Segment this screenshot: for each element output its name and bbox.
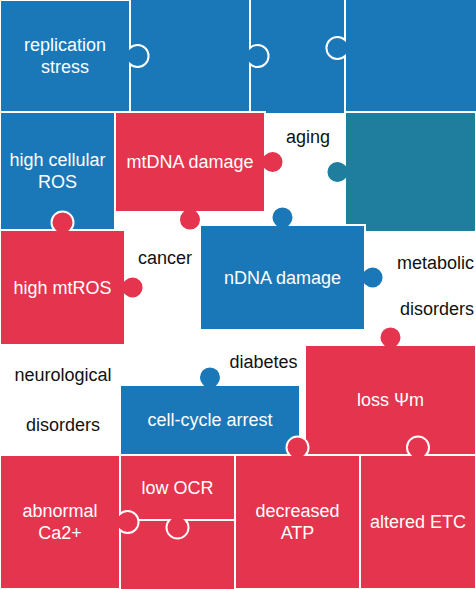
puzzle-piece: altered ETC — [336, 431, 476, 589]
piece-label: nDNA damage — [206, 267, 359, 289]
piece-outline — [305, 326, 476, 455]
puzzle-piece: mtDNA damage — [91, 88, 289, 236]
piece-outline — [360, 436, 476, 589]
piece-outline — [0, 211, 144, 345]
piece-outline — [200, 206, 384, 330]
piece-label: high cellular ROS — [6, 149, 109, 193]
piece-shape — [336, 431, 476, 589]
piece-label: loss Ψm — [311, 389, 470, 411]
puzzle-piece: abnormal Ca2+ — [0, 431, 144, 589]
piece-label: high mtROS — [6, 277, 119, 299]
teal-piece — [326, 112, 476, 232]
top-blue-pieces — [0, 0, 476, 113]
piece-label: replication stress — [6, 34, 124, 78]
piece-label: decreased ATP — [241, 500, 354, 544]
condition-label: diabetes — [226, 350, 301, 374]
piece-seam — [250, 0, 269, 113]
condition-label: metabolic disorders — [380, 240, 474, 332]
piece-outline — [0, 455, 139, 589]
piece-outline — [235, 436, 360, 589]
condition-label: neurological disorders — [4, 350, 122, 450]
puzzle-piece: nDNA damage — [176, 201, 389, 354]
piece-outline — [115, 112, 284, 231]
piece-outline — [0, 0, 149, 112]
piece-label: mtDNA damage — [121, 151, 259, 173]
condition-label: aging — [268, 125, 348, 149]
piece-outline — [120, 366, 300, 455]
puzzle-piece: high mtROS — [0, 206, 149, 369]
piece-label: low OCR — [126, 477, 229, 499]
condition-label: cancer — [130, 246, 200, 270]
piece-label: abnormal Ca2+ — [6, 500, 114, 544]
piece-label: cell-cycle arrest — [126, 409, 294, 431]
piece-seam — [326, 0, 345, 113]
puzzle-piece: decreased ATP — [211, 431, 384, 589]
piece-label: altered ETC — [366, 511, 470, 533]
